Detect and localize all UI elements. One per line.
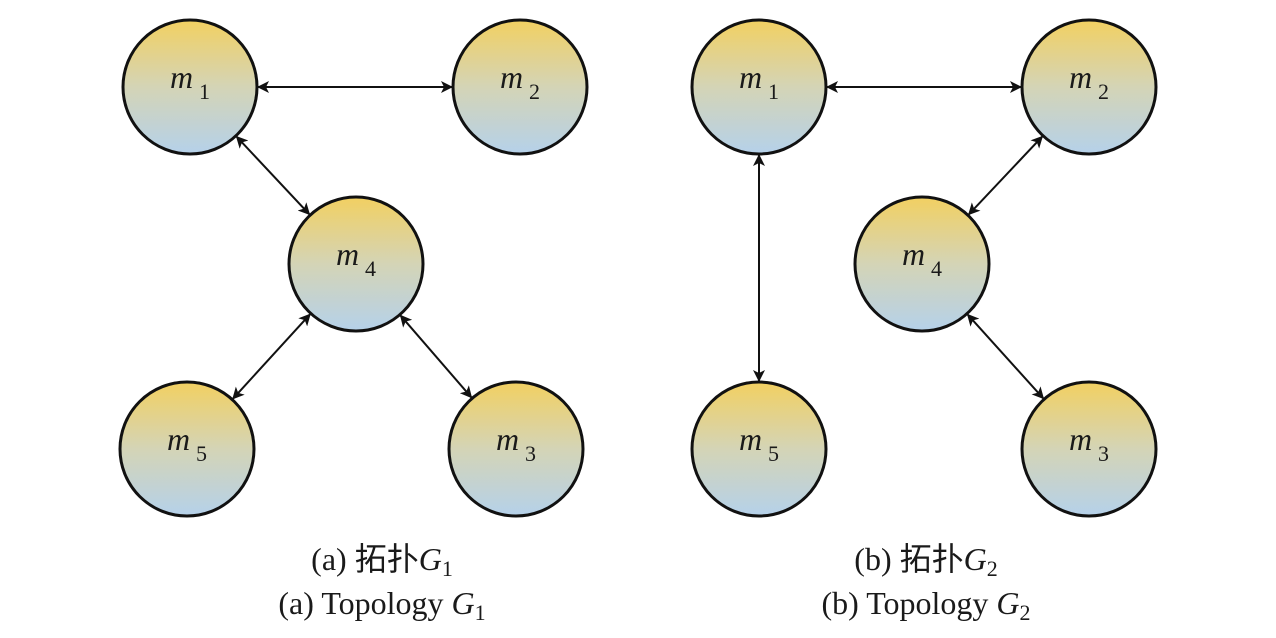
node-circle-a-m2	[451, 18, 589, 156]
node-label-b-m2: m	[1069, 59, 1092, 95]
caption-a-en-sub: 1	[474, 600, 486, 625]
node-circle-b-m3	[1020, 380, 1158, 518]
node-label-a-m3: m	[496, 421, 519, 457]
caption-b-cn-sub: 2	[986, 556, 998, 581]
caption-a-cn-var: G	[418, 541, 442, 577]
node-circle-b-m2	[1020, 18, 1158, 156]
caption-b-en-var: G	[996, 585, 1020, 621]
node-circle-a-m3	[447, 380, 585, 518]
node-circle-b-m5	[690, 380, 828, 518]
node-label-a-m1: m	[170, 59, 193, 95]
caption-a-en: (a) Topology G1	[278, 585, 485, 626]
caption-b-en-prefix: (b) Topology	[821, 585, 997, 621]
node-circle-b-m4	[853, 195, 991, 333]
node-subscript-b-m3: 3	[1098, 441, 1109, 466]
node-subscript-b-m5: 5	[768, 441, 779, 466]
node-label-b-m4: m	[902, 236, 925, 272]
edge-a-m4-m3	[399, 314, 473, 399]
caption-b-cn-var: G	[963, 541, 987, 577]
node-label-b-m3: m	[1069, 421, 1092, 457]
node-subscript-a-m1: 1	[199, 79, 210, 104]
caption-b-en: (b) Topology G2	[821, 585, 1030, 626]
node-circle-a-m1	[121, 18, 259, 156]
node-subscript-b-m2: 2	[1098, 79, 1109, 104]
node-subscript-a-m5: 5	[196, 441, 207, 466]
node-circle-a-m4	[287, 195, 425, 333]
caption-b-cn: (b) 拓扑G2	[854, 534, 997, 582]
caption-a-cn-sub: 1	[441, 556, 453, 581]
node-label-a-m4: m	[336, 236, 359, 272]
edge-a-m4-m5	[232, 313, 311, 400]
node-label-b-m5: m	[739, 421, 762, 457]
node-label-a-m2: m	[500, 59, 523, 95]
edge-a-m1-m4	[235, 135, 311, 216]
caption-a-en-prefix: (a) Topology	[278, 585, 452, 621]
caption-a-en-var: G	[451, 585, 475, 621]
node-subscript-b-m4: 4	[931, 256, 942, 281]
node-subscript-a-m2: 2	[529, 79, 540, 104]
node-subscript-a-m3: 3	[525, 441, 536, 466]
caption-b-en-sub: 2	[1019, 600, 1031, 625]
edge-b-m2-m4	[967, 135, 1044, 216]
node-circle-b-m1	[690, 18, 828, 156]
node-label-a-m5: m	[167, 421, 190, 457]
node-label-b-m1: m	[739, 59, 762, 95]
node-subscript-b-m1: 1	[768, 79, 779, 104]
edge-b-m4-m3	[966, 313, 1045, 400]
caption-b-cn-prefix: (b) 拓扑	[854, 541, 964, 577]
caption-a-cn: (a) 拓扑G1	[311, 534, 453, 582]
node-subscript-a-m4: 4	[365, 256, 376, 281]
node-circle-a-m5	[118, 380, 256, 518]
caption-a-cn-prefix: (a) 拓扑	[311, 541, 419, 577]
